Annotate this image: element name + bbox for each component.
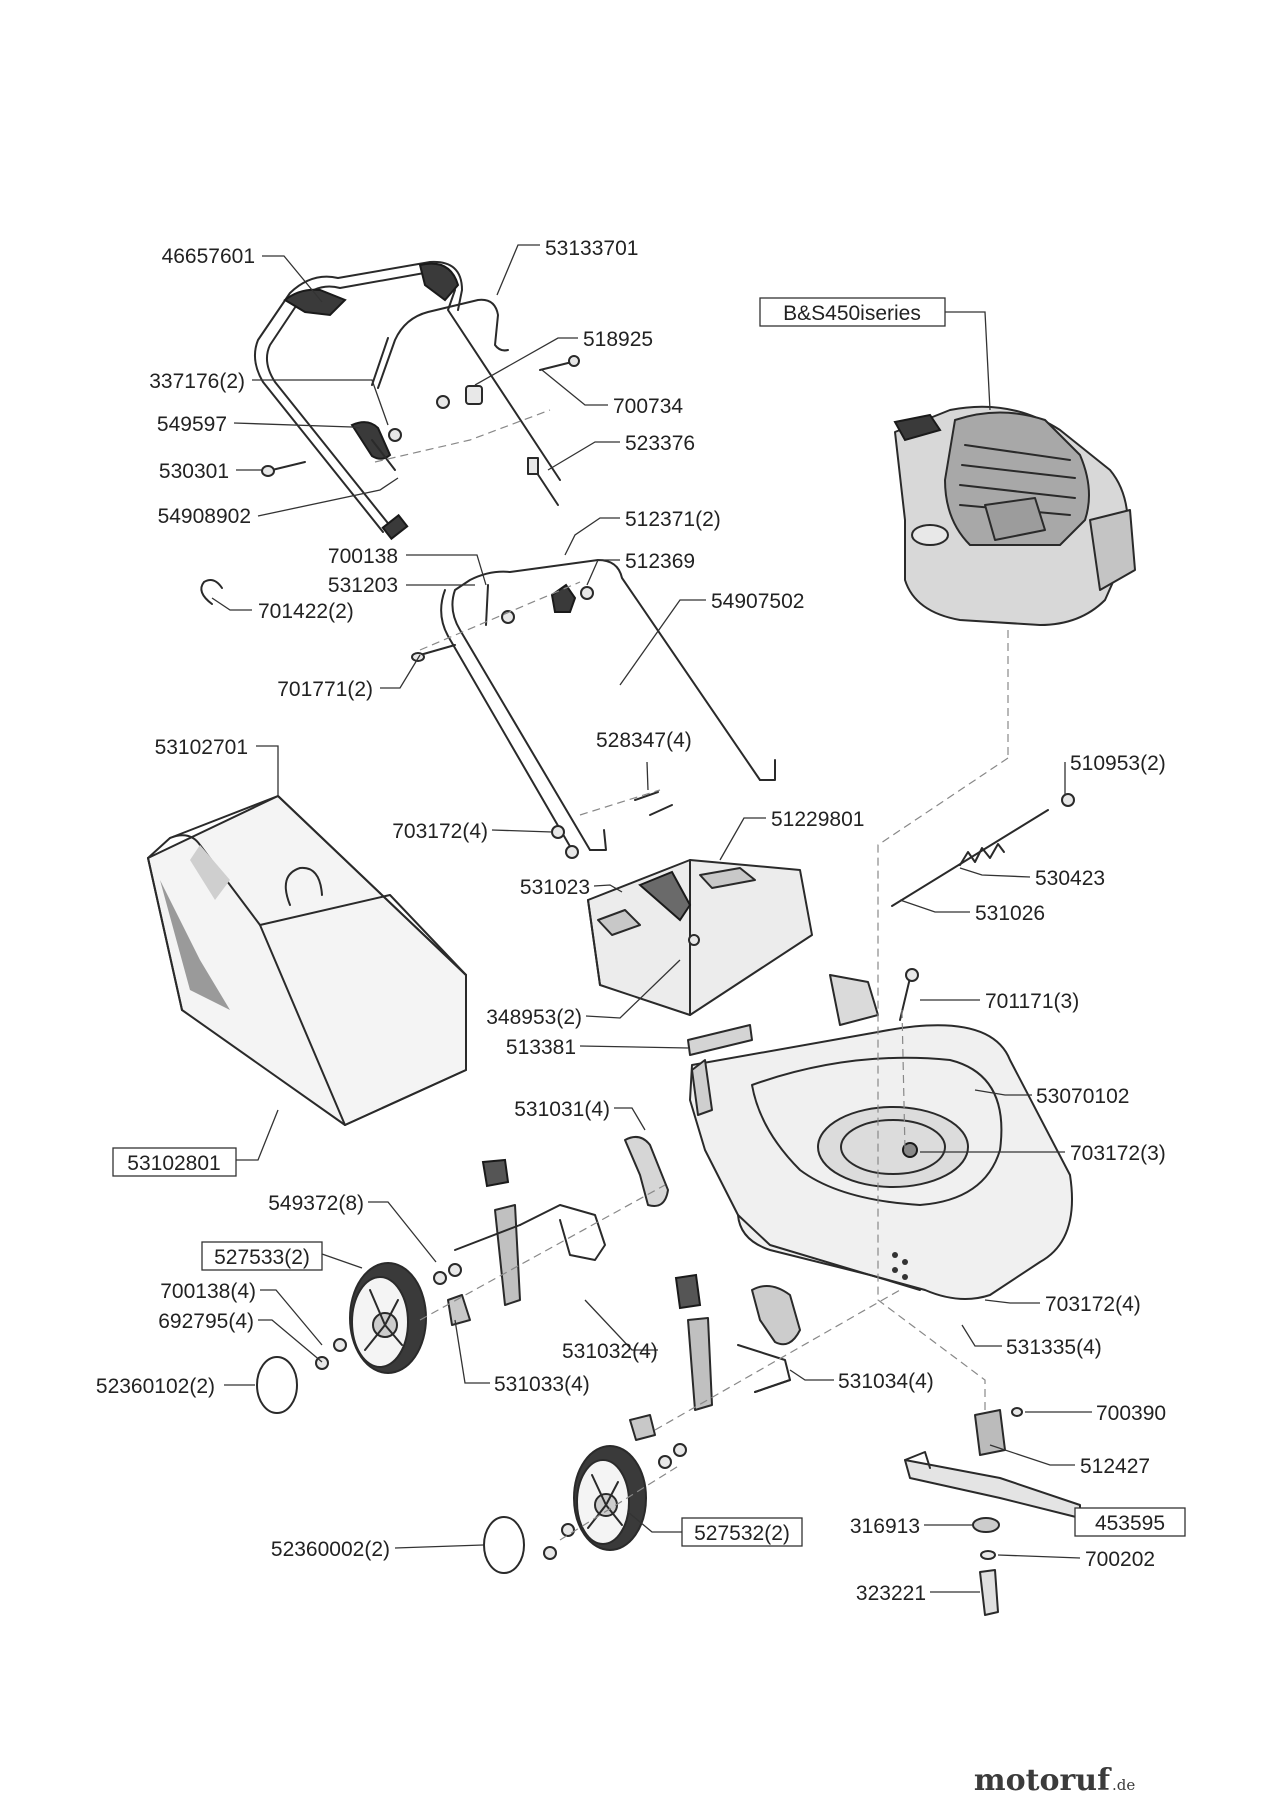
- label-703172b: 703172(3): [1070, 1142, 1166, 1165]
- lever-drawing: [350, 421, 396, 471]
- label-531023: 531023: [520, 876, 590, 899]
- label-692795: 692795(4): [158, 1310, 254, 1333]
- label-701171: 701171(3): [985, 990, 1079, 1013]
- label-46657601: 46657601: [162, 245, 255, 268]
- label-527532: 527532(2): [694, 1522, 790, 1545]
- label-518925: 518925: [583, 328, 653, 351]
- label-531034: 531034(4): [838, 1370, 934, 1393]
- handle-bolts-drawing: [551, 791, 673, 859]
- label-53133701: 53133701: [545, 237, 638, 260]
- dashed-assembly-lines: [374, 409, 1009, 1541]
- brand-watermark: motoruf .de: [974, 1763, 1136, 1798]
- label-531203: 531203: [328, 574, 398, 597]
- label-703172c: 703172(4): [1045, 1293, 1141, 1316]
- label-51229801: 51229801: [771, 808, 864, 831]
- rear-height-adjuster-drawing: [629, 1273, 801, 1441]
- label-527533: 527533(2): [214, 1246, 310, 1269]
- rear-flap-drawing: [587, 859, 813, 1016]
- label-348953: 348953(2): [486, 1006, 582, 1029]
- label-531031: 531031(4): [514, 1098, 610, 1121]
- label-54907502: 54907502: [711, 590, 804, 613]
- front-height-adjuster-drawing: [447, 1135, 669, 1326]
- label-531335: 531335(4): [1006, 1336, 1102, 1359]
- label-512427: 512427: [1080, 1455, 1150, 1478]
- deflector-drawing: [687, 968, 919, 1056]
- label-700202: 700202: [1085, 1548, 1155, 1571]
- label-531026: 531026: [975, 902, 1045, 925]
- label-701422: 701422(2): [258, 600, 354, 623]
- label-700390: 700390: [1096, 1402, 1166, 1425]
- label-703172a: 703172(4): [392, 820, 488, 843]
- rear-wheel-drawing: [543, 1443, 687, 1560]
- label-337176: 337176(2): [149, 370, 245, 393]
- label-513381: 513381: [506, 1036, 576, 1059]
- label-512371: 512371(2): [625, 508, 721, 531]
- label-316913: 316913: [850, 1515, 920, 1538]
- label-54908902: 54908902: [158, 505, 251, 528]
- grass-catcher-drawing: [147, 795, 467, 1126]
- label-530301: 530301: [159, 460, 229, 483]
- front-wheel-cap-drawing: [256, 1356, 298, 1414]
- label-531033: 531033(4): [494, 1373, 590, 1396]
- label-52360102: 52360102(2): [96, 1375, 215, 1398]
- engine-label-box: [759, 297, 946, 327]
- label-box-527532: [681, 1517, 803, 1547]
- bowden-bracket-drawing: [371, 298, 509, 389]
- part-labels: 46657601 53133701 518925 337176(2) 70073…: [96, 237, 1166, 1605]
- label-box-453595: [1074, 1507, 1186, 1537]
- label-engine: B&S450iseries: [783, 302, 921, 325]
- label-700734: 700734: [613, 395, 683, 418]
- lower-handle-drawing: [411, 559, 776, 856]
- upper-handle-drawing: [253, 260, 561, 541]
- circlip-drawing: [200, 579, 223, 605]
- rear-axle-drawing: [891, 793, 1075, 907]
- label-512369: 512369: [625, 550, 695, 573]
- label-700138: 700138: [328, 545, 398, 568]
- engine-drawing: [893, 405, 1136, 626]
- upper-hardware-drawing: [261, 355, 580, 506]
- label-701771: 701771(2): [277, 678, 373, 701]
- label-523376: 523376: [625, 432, 695, 455]
- mower-deck-drawing: [689, 1024, 1073, 1300]
- label-549372: 549372(8): [268, 1192, 364, 1215]
- label-510953: 510953(2): [1070, 752, 1166, 775]
- label-53102801: 53102801: [127, 1152, 220, 1175]
- label-530423: 530423: [1035, 867, 1105, 890]
- label-531032: 531032(4): [562, 1340, 658, 1363]
- label-53070102: 53070102: [1036, 1085, 1129, 1108]
- label-700138b: 700138(4): [160, 1280, 256, 1303]
- label-549597: 549597: [157, 413, 227, 436]
- label-453595: 453595: [1095, 1512, 1165, 1535]
- label-323221: 323221: [856, 1582, 926, 1605]
- label-box-527533: [201, 1241, 323, 1271]
- leader-lines: [211, 244, 1092, 1593]
- brand-name: motoruf: [974, 1763, 1112, 1798]
- rear-wheel-cap-drawing: [483, 1516, 525, 1574]
- front-wheel-drawing: [315, 1262, 462, 1374]
- blade-assembly-drawing: [904, 1407, 1081, 1616]
- label-52360002: 52360002(2): [271, 1538, 390, 1561]
- label-box-53102801: [112, 1147, 237, 1177]
- label-53102701: 53102701: [155, 736, 248, 759]
- brand-suffix: .de: [1112, 1776, 1135, 1794]
- label-528347: 528347(4): [596, 729, 692, 752]
